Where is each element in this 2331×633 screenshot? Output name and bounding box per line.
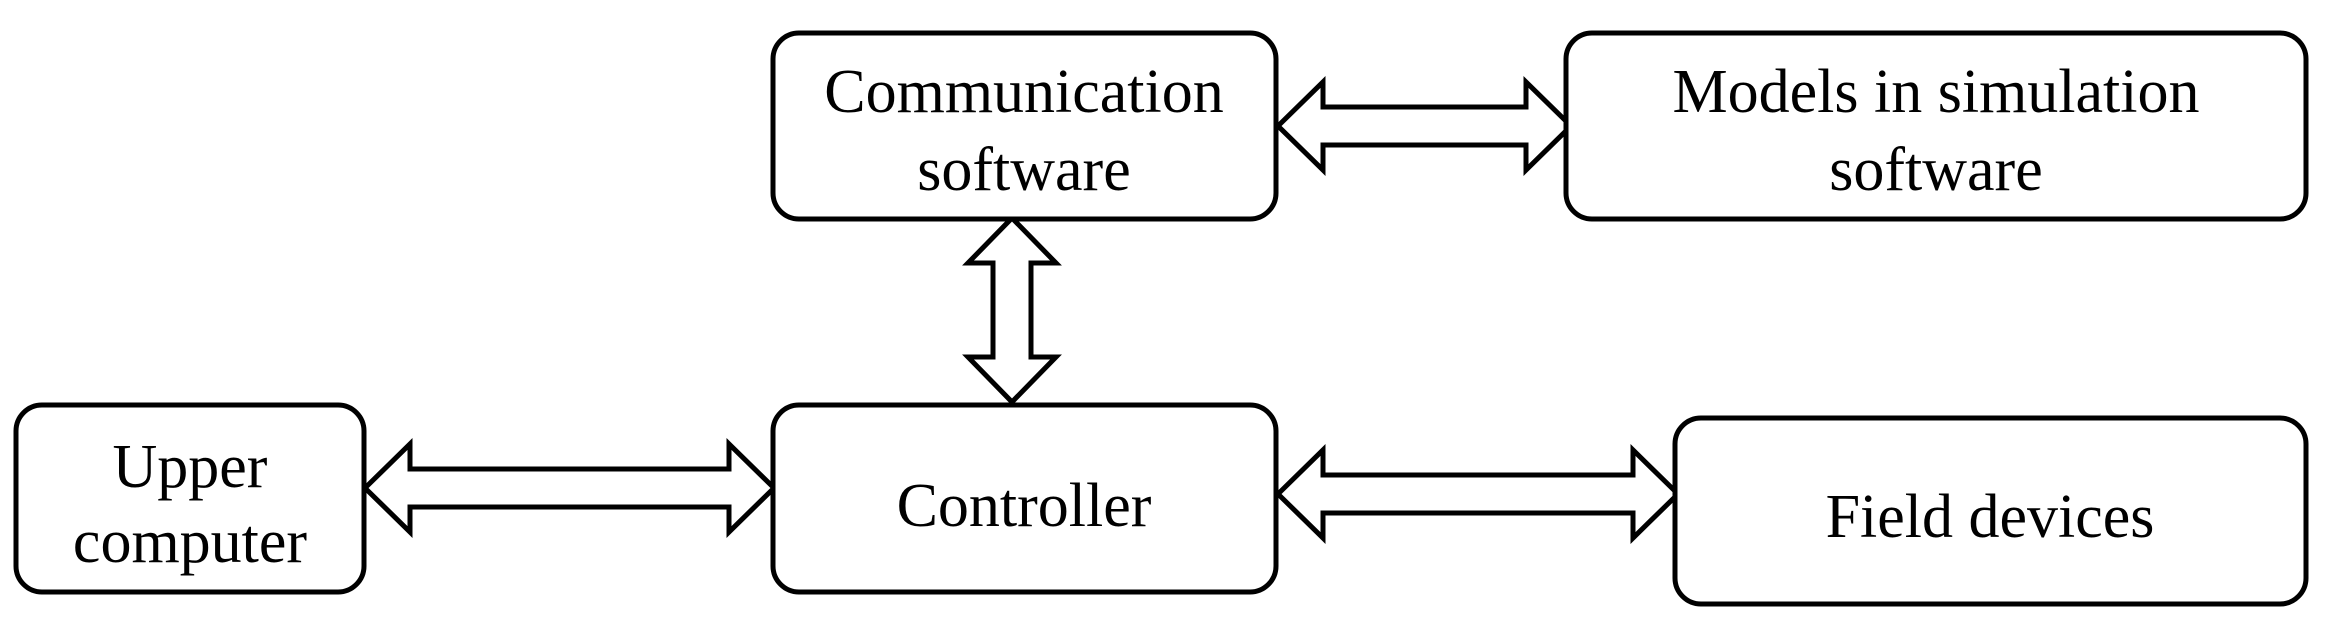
box-communication-software-line-1: Communication (824, 58, 1224, 126)
box-field-devices: Field devices (1672, 415, 2309, 607)
arrow-communication-to-models (1274, 76, 1575, 176)
arrow-controller-to-field-devices (1274, 444, 1682, 544)
box-models-line-1: Models in simulation (1673, 58, 2200, 126)
box-communication-software-line-2: software (917, 136, 1130, 204)
box-upper-computer-line-1: Upper (113, 433, 268, 501)
arrow-upper-computer-to-controller (361, 438, 778, 538)
arrow-communication-to-controller (962, 214, 1062, 406)
box-controller: Controller (770, 402, 1279, 595)
box-upper-computer: Upper computer (13, 402, 367, 595)
box-models-in-simulation-software: Models in simulation software (1563, 30, 2309, 222)
box-upper-computer-line-2: computer (73, 508, 307, 576)
box-models-line-2: software (1829, 136, 2042, 204)
box-controller-label: Controller (897, 472, 1152, 540)
box-communication-software: Communication software (770, 30, 1279, 222)
box-field-devices-label: Field devices (1826, 483, 2155, 551)
